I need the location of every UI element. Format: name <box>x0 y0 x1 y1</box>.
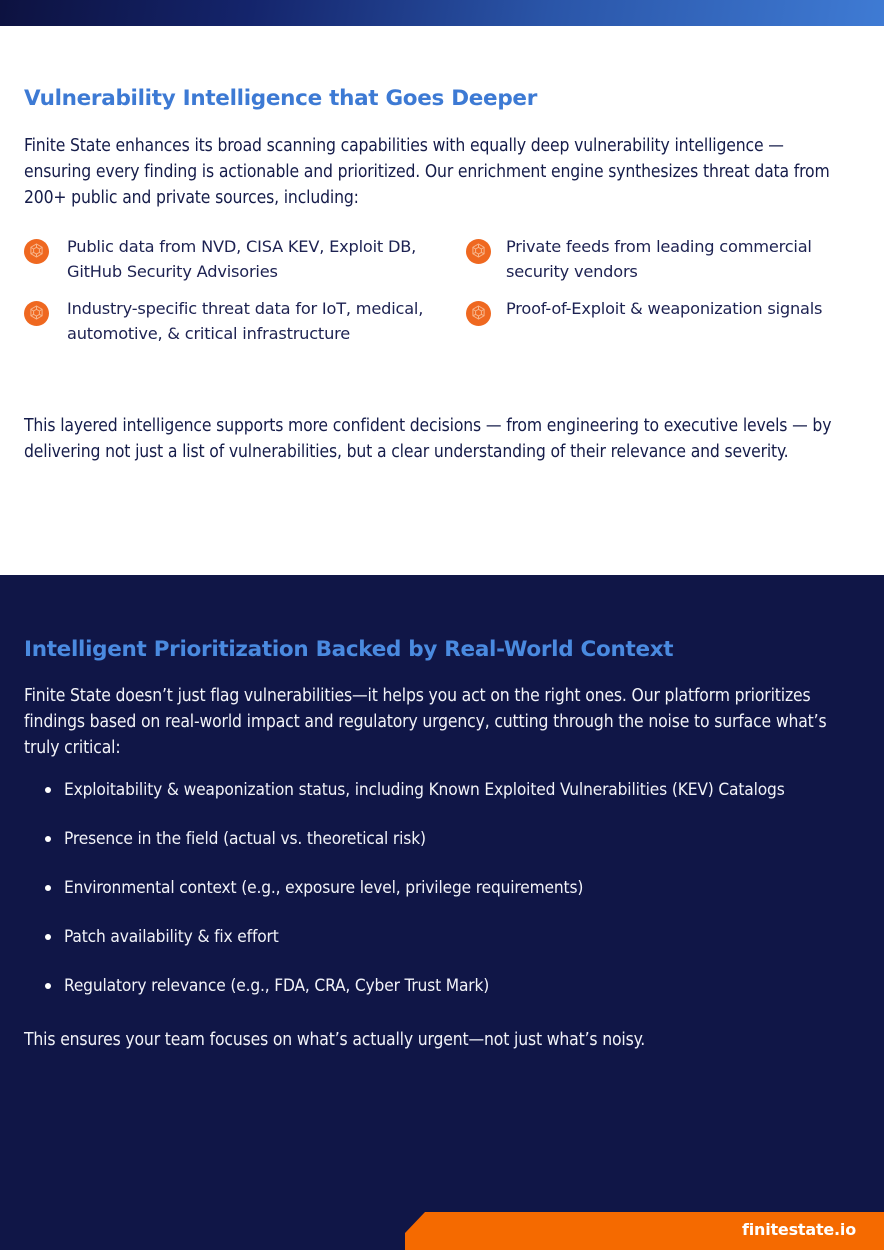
list-item: Exploitability & weaponization status, i… <box>32 777 852 803</box>
feature-label: Public data from NVD, CISA KEV, Exploit … <box>67 237 417 281</box>
footer-website-url[interactable]: finitestate.io <box>741 1220 856 1239</box>
feature-item: Private feeds from leading commercial se… <box>466 234 860 284</box>
list-item: Presence in the field (actual vs. theore… <box>32 826 852 852</box>
section-heading-vulnerability-intelligence: Vulnerability Intelligence that Goes Dee… <box>24 86 538 111</box>
intro-paragraph-light: Finite State enhances its broad scanning… <box>24 136 830 208</box>
section-heading-intelligent-prioritization: Intelligent Prioritization Backed by Rea… <box>24 637 674 662</box>
page-footer: finitestate.io <box>0 1212 884 1250</box>
feature-grid: Public data from NVD, CISA KEV, Exploit … <box>24 234 860 346</box>
top-gradient-bar <box>0 0 884 26</box>
feature-item: Public data from NVD, CISA KEV, Exploit … <box>24 234 466 284</box>
closing-paragraph-dark: This ensures your team focuses on what’s… <box>24 1030 646 1050</box>
feature-label: Proof-of-Exploit & weaponization signals <box>506 299 823 318</box>
list-item: Patch availability & fix effort <box>32 924 852 950</box>
vulnerability-intelligence-section: Vulnerability Intelligence that Goes Dee… <box>0 26 884 575</box>
feature-label: Private feeds from leading commercial se… <box>506 237 812 281</box>
feature-item: Industry-specific threat data for IoT, m… <box>24 296 466 346</box>
intro-paragraph-dark: Finite State doesn’t just flag vulnerabi… <box>24 686 827 758</box>
closing-paragraph-light: This layered intelligence supports more … <box>24 416 832 462</box>
prioritization-bullet-list: Exploitability & weaponization status, i… <box>32 777 852 1022</box>
feature-label: Industry-specific threat data for IoT, m… <box>67 299 424 343</box>
hexagon-network-icon <box>466 301 491 326</box>
footer-orange-band <box>405 1212 884 1250</box>
hexagon-network-icon <box>466 239 491 264</box>
intelligent-prioritization-section: Intelligent Prioritization Backed by Rea… <box>0 575 884 1250</box>
hexagon-network-icon <box>24 301 49 326</box>
list-item: Regulatory relevance (e.g., FDA, CRA, Cy… <box>32 973 852 999</box>
list-item: Environmental context (e.g., exposure le… <box>32 875 852 901</box>
feature-item: Proof-of-Exploit & weaponization signals <box>466 296 860 346</box>
hexagon-network-icon <box>24 239 49 264</box>
